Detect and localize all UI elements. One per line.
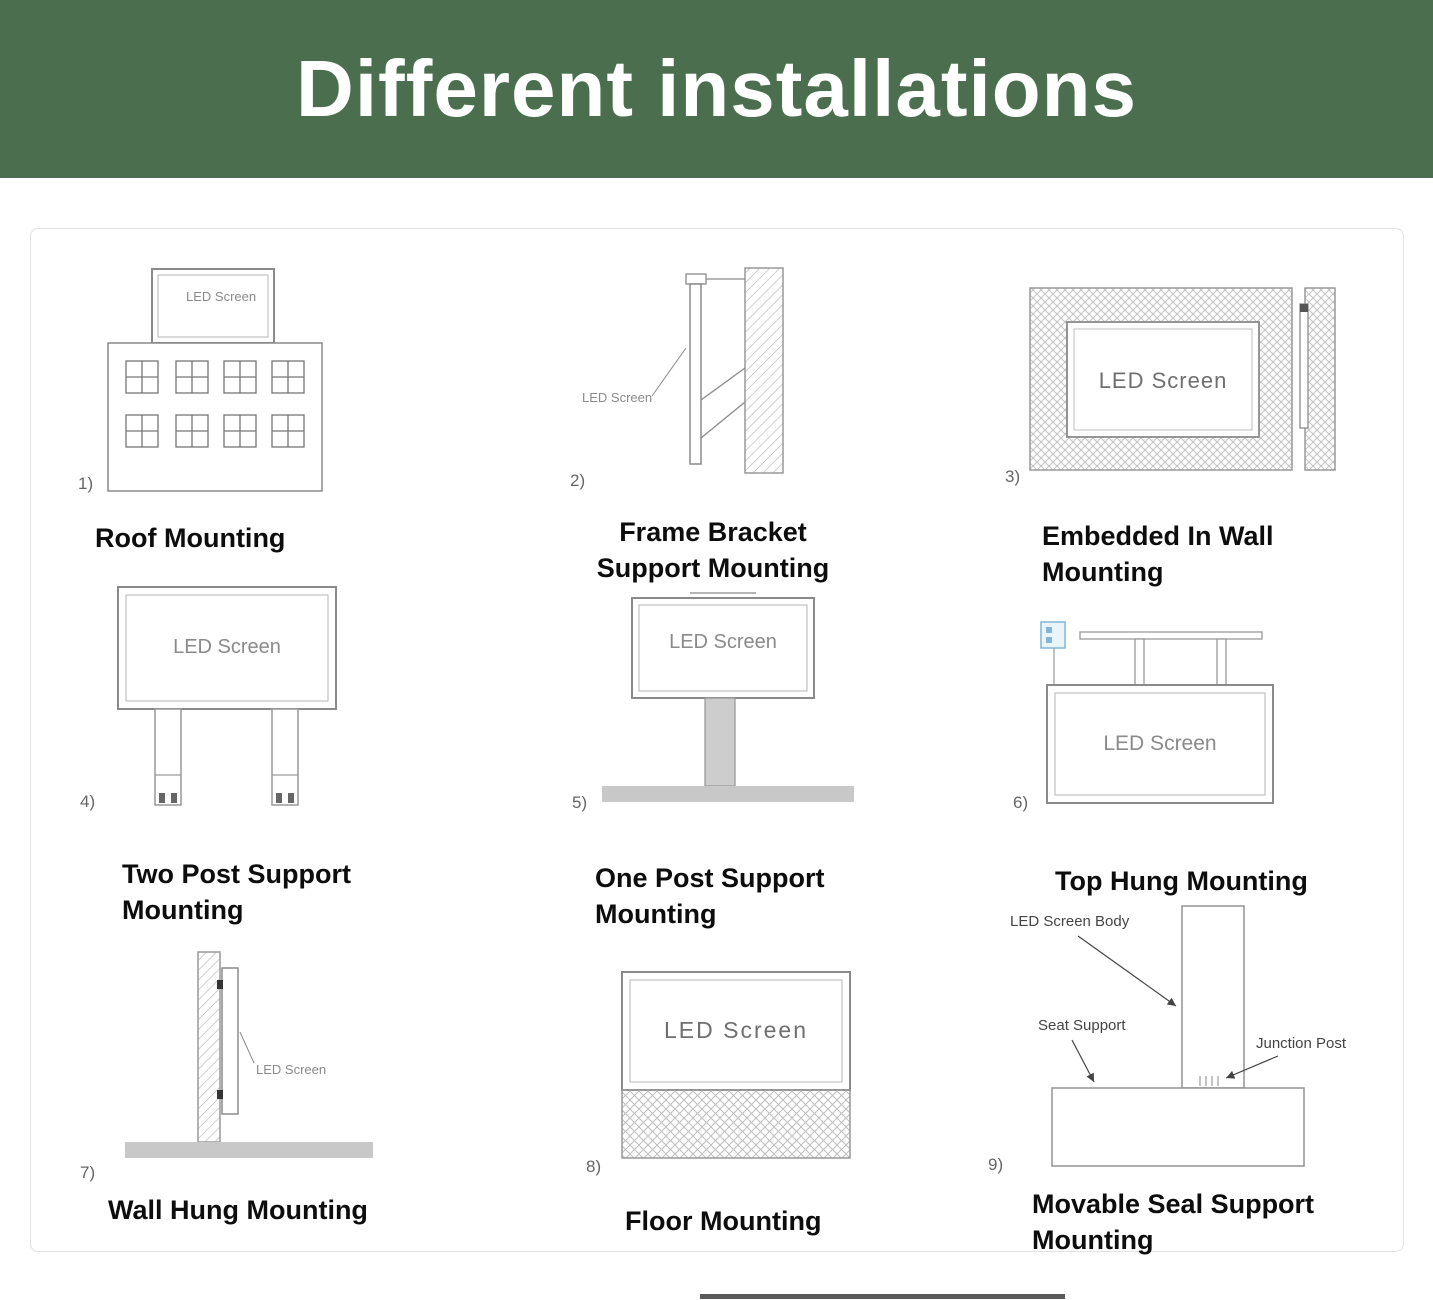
arrow-seat-support (1071, 1039, 1095, 1083)
wall-post (197, 951, 221, 1143)
wall-frame: LED Screen (1029, 287, 1293, 471)
bottom-divider (700, 1294, 1065, 1299)
embedded-wall-drawing: LED Screen 3) (1005, 287, 1336, 486)
figure-number: 2) (570, 471, 585, 490)
led-screen: LED Screen (117, 586, 337, 710)
screen-label: LED Screen (582, 390, 652, 405)
caption-one-post: One Post Support Mounting (595, 863, 825, 930)
wall-hung-drawing: LED Screen 7) (80, 951, 373, 1182)
screen-and-brackets (685, 273, 746, 465)
diagram-one-post: LED Screen 5) (540, 580, 930, 820)
figure-number: 4) (80, 792, 95, 811)
junction-marks (1199, 1076, 1219, 1086)
ground (602, 786, 854, 802)
leader-line (651, 347, 687, 397)
diagram-wall-hung: LED Screen 7) (60, 920, 460, 1185)
diagram-movable-seal: LED Screen Body Seat Support Junction Po… (960, 878, 1425, 1178)
figure-number: 9) (988, 1155, 1003, 1174)
caption-roof-mounting: Roof Mounting (95, 523, 286, 553)
figure-number: 7) (80, 1163, 95, 1182)
screen-body (1181, 905, 1245, 1089)
diagram-frame-bracket: LED Screen 2) (540, 250, 930, 500)
figure-number: 3) (1005, 467, 1020, 486)
diagram-embedded-wall: LED Screen 3) (985, 250, 1400, 500)
building-windows (125, 360, 305, 448)
caption-two-post: Two Post Support Mounting (122, 859, 351, 926)
header-banner: Different installations (0, 0, 1433, 178)
led-screen (217, 967, 239, 1115)
roof-mounting-drawing: LED Screen 1) (78, 268, 323, 493)
caption-movable-seal: Movable Seal Support Mounting (1032, 1189, 1315, 1256)
caption-top-hung: Top Hung Mounting (1055, 866, 1308, 896)
diagram-two-post: LED Screen 4) (60, 575, 460, 825)
screen-label: LED Screen (256, 1062, 326, 1077)
caption-embedded-wall: Embedded In Wall Mounting (1042, 521, 1274, 588)
seat-base (1051, 1087, 1305, 1167)
caption-frame-bracket: Frame Bracket Support Mounting (596, 517, 830, 584)
movable-seal-drawing: LED Screen Body Seat Support Junction Po… (988, 905, 1347, 1174)
roof-led-screen: LED Screen (151, 268, 275, 344)
screen-label: LED Screen (669, 631, 777, 653)
arrow-screen-body (1077, 935, 1177, 1007)
figure-number: 8) (586, 1157, 601, 1176)
arrow-junction-post (1225, 1055, 1279, 1079)
figure-number: 5) (572, 793, 587, 812)
wall (744, 267, 784, 474)
diagram-floor-mounting: LED Screen 8) (540, 920, 930, 1185)
support-posts (154, 708, 299, 806)
support-post (704, 697, 736, 787)
two-post-drawing: LED Screen 4) (80, 586, 337, 811)
window-icon (1040, 621, 1066, 649)
content-frame (30, 228, 1404, 1252)
floor-base (621, 1089, 851, 1159)
led-screen: LED Screen (1046, 684, 1274, 804)
diagram-roof-mounting: LED Screen 1) (60, 253, 460, 501)
caption-wall-hung: Wall Hung Mounting (108, 1195, 368, 1225)
screen-label: LED Screen (173, 636, 281, 658)
ground (125, 1142, 373, 1158)
screen-label: LED Screen (186, 289, 256, 304)
led-screen: LED Screen (621, 971, 851, 1091)
label-screen-body: LED Screen Body (1010, 913, 1130, 930)
caption-floor-mounting: Floor Mounting (625, 1206, 822, 1236)
figure-number: 6) (1013, 793, 1028, 812)
ceiling-beam (1053, 631, 1263, 688)
mount-point (1300, 304, 1308, 312)
screen-label: LED Screen (1103, 732, 1216, 755)
figure-number: 1) (78, 474, 93, 493)
label-seat-support: Seat Support (1038, 1017, 1126, 1034)
building-facade (107, 342, 323, 492)
top-hung-drawing: LED Screen 6) (1013, 621, 1274, 812)
frame-bracket-drawing: LED Screen 2) (570, 267, 784, 490)
screen-label: LED Screen (664, 1017, 808, 1043)
side-wall-strip (1299, 287, 1336, 471)
led-screen: LED Screen (631, 592, 815, 699)
diagram-top-hung: LED Screen 6) (985, 580, 1400, 820)
label-junction-post: Junction Post (1256, 1035, 1347, 1052)
floor-mounting-drawing: LED Screen 8) (586, 971, 851, 1176)
leader-line (239, 1031, 255, 1064)
page-title: Different installations (296, 44, 1137, 133)
screen-label: LED Screen (1099, 368, 1228, 393)
one-post-drawing: LED Screen 5) (572, 592, 854, 812)
